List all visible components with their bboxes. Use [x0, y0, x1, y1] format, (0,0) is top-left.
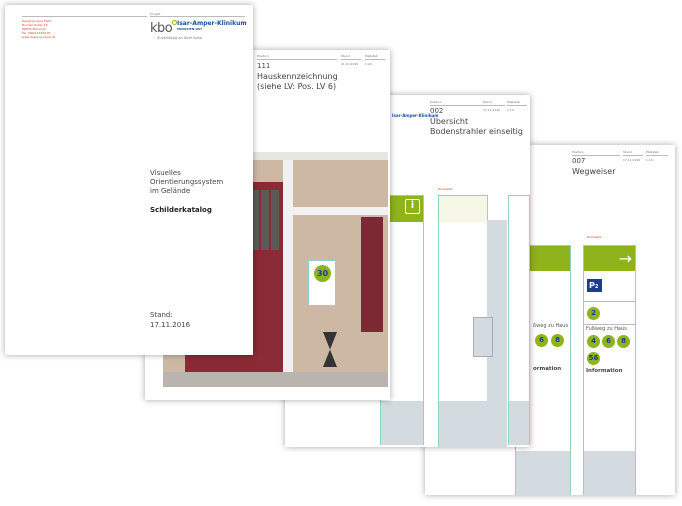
footpath-label: Fußweg zu Haus — [586, 326, 627, 332]
parking-icon: P2 — [587, 279, 602, 292]
position-label: Position — [572, 150, 584, 154]
arrow-right-icon: → — [584, 246, 635, 271]
date-value: 17.11.2016 — [483, 108, 501, 112]
date-value: 17.11.2016 — [623, 158, 641, 162]
position-label: Position — [430, 100, 442, 104]
scale-value: 1:10 — [646, 158, 653, 162]
house-number: 30 — [314, 265, 331, 282]
info-label: ormation — [533, 366, 562, 372]
footpath-label: ßweg zu Haus — [533, 323, 569, 329]
page-title: Hauskennzeichnung(siehe LV: Pos. LV 6) — [257, 72, 338, 91]
house-circle: 6 — [535, 334, 548, 347]
house-circle: 8 — [551, 334, 564, 347]
scale-value: 1:20 — [365, 62, 372, 66]
page-title: Wegweiser — [572, 167, 616, 176]
house-circle: 4 — [587, 335, 600, 348]
tagline: Zuverlässig an Ihrer Seite — [157, 36, 203, 40]
house-circle: 6 — [602, 335, 615, 348]
logo: Isar-Amper-Klinikum — [392, 113, 439, 118]
back-label: Rückseite — [587, 235, 602, 239]
clinic-name: Isar-Amper-Klinikum — [177, 20, 247, 27]
scale-label: Maßstab — [507, 100, 520, 104]
back-label: Rückseite — [438, 187, 453, 191]
position-number: 002 — [430, 107, 444, 115]
clinic-sub: MÜNCHEN-OST — [177, 27, 203, 31]
info-label: Information — [586, 368, 623, 374]
house-circle: 8 — [617, 335, 630, 348]
kbo-logo: kbo — [150, 17, 178, 36]
date-label: Stand — [341, 54, 350, 58]
position-number: 007 — [572, 157, 586, 165]
mount-box — [473, 317, 493, 357]
scale-label: Maßstab — [365, 54, 378, 58]
scale-value: 1:10 — [507, 108, 514, 112]
sign-back: → P2 2 Fußweg zu Haus 4 6 8 56 Informati… — [583, 245, 636, 495]
position-number: 111 — [257, 62, 271, 70]
sign-side — [508, 195, 530, 445]
project-label: Projekt — [150, 12, 161, 16]
house-circle: 2 — [587, 307, 600, 320]
position-label: Position — [257, 54, 269, 58]
house-circle: 56 — [587, 352, 600, 365]
stand-date: Stand:17.11.2016 — [150, 311, 191, 329]
date-label: Stand — [623, 150, 632, 154]
house-sign: 30 — [308, 260, 336, 306]
scale-label: Maßstab — [646, 150, 659, 154]
pole — [487, 220, 507, 447]
info-icon: i — [405, 199, 420, 214]
catalog-subtitle: Schilderkatalog — [150, 206, 212, 214]
date-label: Stand — [483, 100, 492, 104]
date-value: 21.10.2016 — [341, 62, 359, 66]
